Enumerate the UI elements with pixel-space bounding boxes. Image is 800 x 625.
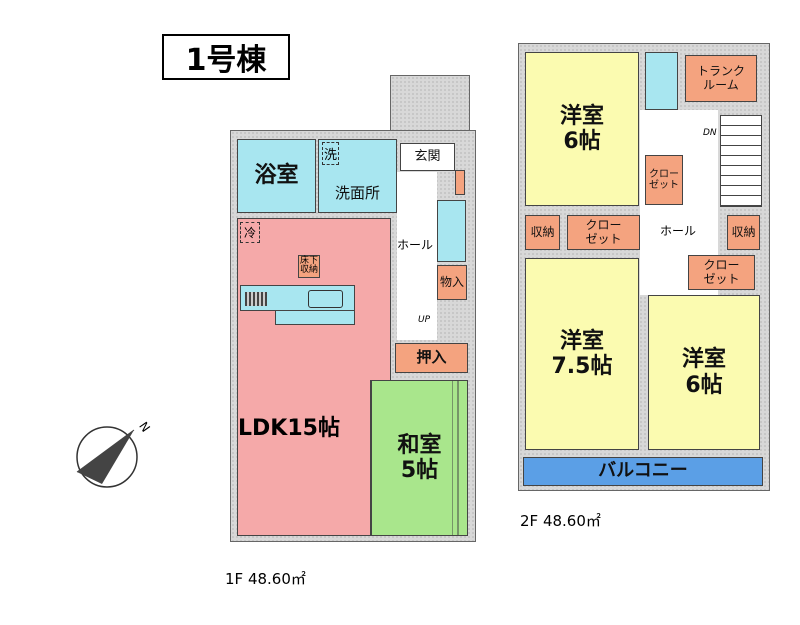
underfloor-storage: 床下 収納 bbox=[298, 255, 321, 278]
balcony: バルコニー bbox=[523, 457, 763, 486]
sink-icon bbox=[308, 290, 343, 308]
floor1-area: 1F 48.60㎡ bbox=[225, 570, 306, 588]
room-storage-1f: 物入 bbox=[437, 265, 467, 300]
room-western-2: 洋室 7.5帖 bbox=[525, 258, 639, 450]
washroom-label: 洗面所 bbox=[334, 183, 380, 202]
washer-mark: 洗 bbox=[322, 142, 340, 165]
building-title: 1号棟 bbox=[162, 34, 290, 80]
compass-icon bbox=[76, 426, 138, 488]
kitchen-counter-lower bbox=[275, 311, 355, 325]
stairs-2f bbox=[720, 115, 762, 207]
room-bath: 浴室 bbox=[237, 139, 316, 213]
room-toilet-2f bbox=[645, 52, 678, 110]
porch bbox=[390, 75, 470, 135]
room-toilet-1f bbox=[437, 200, 466, 262]
floor2-area: 2F 48.60㎡ bbox=[520, 512, 601, 530]
up-label: UP bbox=[418, 315, 431, 325]
closet-vertical: クロー ゼット bbox=[645, 155, 683, 205]
hall-1f bbox=[397, 172, 437, 340]
hall-2f-label: ホール bbox=[660, 224, 697, 238]
shoe-closet bbox=[455, 170, 465, 195]
storage-right: 収納 bbox=[727, 215, 760, 250]
room-western-1: 洋室 6帖 bbox=[525, 52, 639, 206]
storage-left: 収納 bbox=[525, 215, 560, 250]
room-entrance: 玄関 bbox=[400, 143, 455, 171]
closet-right: クロー ゼット bbox=[688, 255, 755, 290]
room-oshiire: 押入 bbox=[395, 343, 468, 373]
hall-1f-label: ホール bbox=[397, 238, 434, 252]
ldk-label: LDK15帖 bbox=[238, 416, 340, 441]
stove-icon bbox=[245, 292, 267, 306]
fridge-mark: 冷 bbox=[240, 222, 261, 243]
room-trunk: トランク ルーム bbox=[685, 55, 757, 102]
room-western-3: 洋室 6帖 bbox=[648, 295, 760, 450]
dn-label: DN bbox=[703, 128, 717, 138]
room-ldk-bottom bbox=[237, 380, 371, 536]
room-washitsu: 和室 5帖 bbox=[371, 380, 468, 536]
closet-left: クロー ゼット bbox=[567, 215, 640, 250]
room-washroom: 洗面所 bbox=[318, 139, 397, 213]
